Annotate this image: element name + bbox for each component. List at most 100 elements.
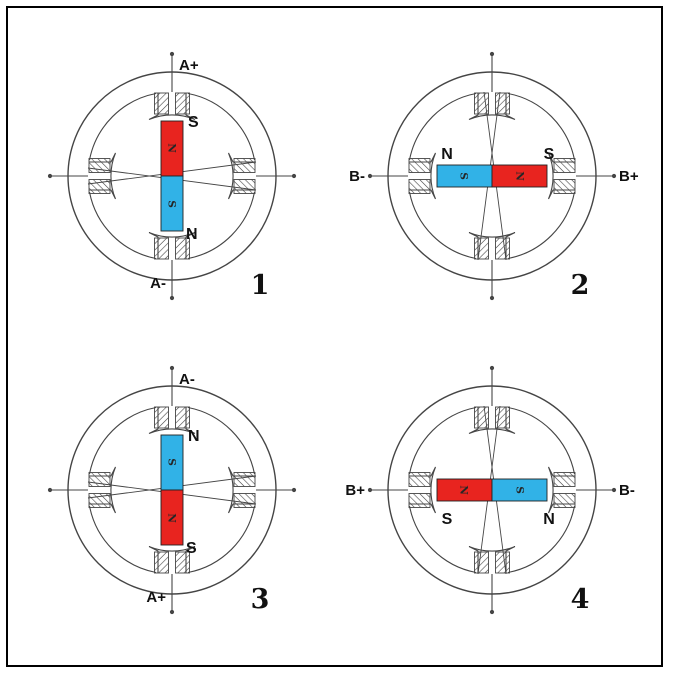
stator-inner-arc: [88, 505, 157, 574]
terminal-or-pole-label: B+: [345, 482, 365, 499]
step-number: 1: [251, 270, 270, 301]
stator-pole: [148, 365, 196, 435]
stator-inner-arc: [507, 191, 576, 260]
pole-shoe: [409, 152, 437, 200]
step-number: 2: [571, 270, 590, 301]
rotor-pole-letter: N: [457, 485, 469, 495]
pole-shoe: [468, 231, 516, 259]
coil-winding: [154, 92, 169, 115]
stator-pole: [468, 545, 516, 615]
terminal-or-pole-label: A-: [179, 371, 195, 388]
pole-shoe: [148, 231, 196, 259]
coil-winding: [474, 237, 489, 260]
stator-inner-arc: [187, 191, 256, 260]
lead-terminal-dot: [47, 487, 53, 493]
rotor-segment: [491, 164, 548, 188]
terminal-or-pole-label: B-: [349, 168, 365, 185]
pole-shoe: [89, 466, 117, 514]
terminal-or-pole-label: B-: [619, 482, 635, 499]
rotor-pole-letter: S: [165, 458, 177, 466]
stator-inner-arc: [187, 92, 256, 161]
coil-winding: [553, 158, 576, 173]
step-number: 4: [571, 584, 590, 615]
coil-winding: [474, 551, 489, 574]
rotor-pole-letter: S: [165, 200, 177, 208]
lead-terminal-dot: [489, 51, 495, 57]
lead-terminal-dot: [291, 487, 297, 493]
pole-shoe: [547, 466, 575, 514]
terminal-or-pole-label: A+: [179, 57, 199, 74]
coil-winding: [495, 551, 510, 574]
pole-shoe: [468, 93, 516, 121]
rotor-segment: [160, 489, 184, 546]
coil-winding: [154, 551, 169, 574]
lead-terminal-dot: [489, 365, 495, 371]
pole-shoe: [227, 466, 255, 514]
stator-pole: [227, 152, 297, 200]
stator-pole: [148, 51, 196, 121]
stator-inner-arc: [88, 92, 157, 161]
stator-inner-arc: [408, 191, 477, 260]
stator-inner-arc: [507, 406, 576, 475]
coil-winding: [175, 551, 190, 574]
terminal-or-pole-label: N: [543, 511, 555, 528]
terminal-or-pole-label: N: [441, 146, 453, 163]
lead-terminal-dot: [47, 173, 53, 179]
pole-shoe: [89, 152, 117, 200]
stator-pole: [468, 365, 516, 435]
step-number: 3: [251, 584, 270, 615]
coil-winding: [553, 493, 576, 508]
stator-pole: [227, 466, 297, 514]
coil-winding: [553, 472, 576, 487]
motor-svg: NS A+ S N A- 1: [47, 51, 297, 301]
stator-inner-arc: [408, 92, 477, 161]
stator-pole: [547, 466, 617, 514]
stator-pole: [367, 152, 437, 200]
stator-pole: [468, 231, 516, 301]
coil-winding: [408, 179, 431, 194]
lead-terminal-dot: [169, 365, 175, 371]
rotor-pole-letter: S: [457, 172, 469, 180]
terminal-or-pole-label: S: [188, 114, 199, 131]
terminal-or-pole-label: S: [544, 146, 555, 163]
stator-inner-arc: [507, 505, 576, 574]
rotor-magnet: NS: [160, 120, 184, 232]
stator-pole: [148, 545, 196, 615]
coil-winding: [553, 179, 576, 194]
lead-terminal-dot: [291, 173, 297, 179]
coil-winding: [233, 472, 256, 487]
coil-winding: [233, 179, 256, 194]
lead-terminal-dot: [611, 487, 617, 493]
terminal-or-pole-label: N: [186, 226, 198, 243]
pole-shoe: [409, 466, 437, 514]
lead-terminal-dot: [611, 173, 617, 179]
coil-winding: [408, 472, 431, 487]
pole-shoe: [547, 152, 575, 200]
coil-winding: [233, 158, 256, 173]
lead-terminal-dot: [489, 295, 495, 301]
rotor-segment: [491, 478, 548, 502]
stator-pole: [148, 231, 196, 301]
coil-winding: [233, 493, 256, 508]
pole-shoe: [148, 93, 196, 121]
terminal-or-pole-label: B+: [619, 168, 639, 185]
coil-winding: [408, 158, 431, 173]
coil-winding: [408, 493, 431, 508]
stator-inner-arc: [88, 406, 157, 475]
terminal-or-pole-label: S: [442, 511, 453, 528]
pole-shoe: [468, 545, 516, 573]
stator-pole: [47, 152, 117, 200]
stator-pole: [547, 152, 617, 200]
rotor-magnet: SN: [160, 434, 184, 546]
stator-inner-arc: [408, 406, 477, 475]
stator-inner-arc: [88, 191, 157, 260]
terminal-or-pole-label: S: [186, 540, 197, 557]
terminal-or-pole-label: A-: [150, 275, 166, 292]
